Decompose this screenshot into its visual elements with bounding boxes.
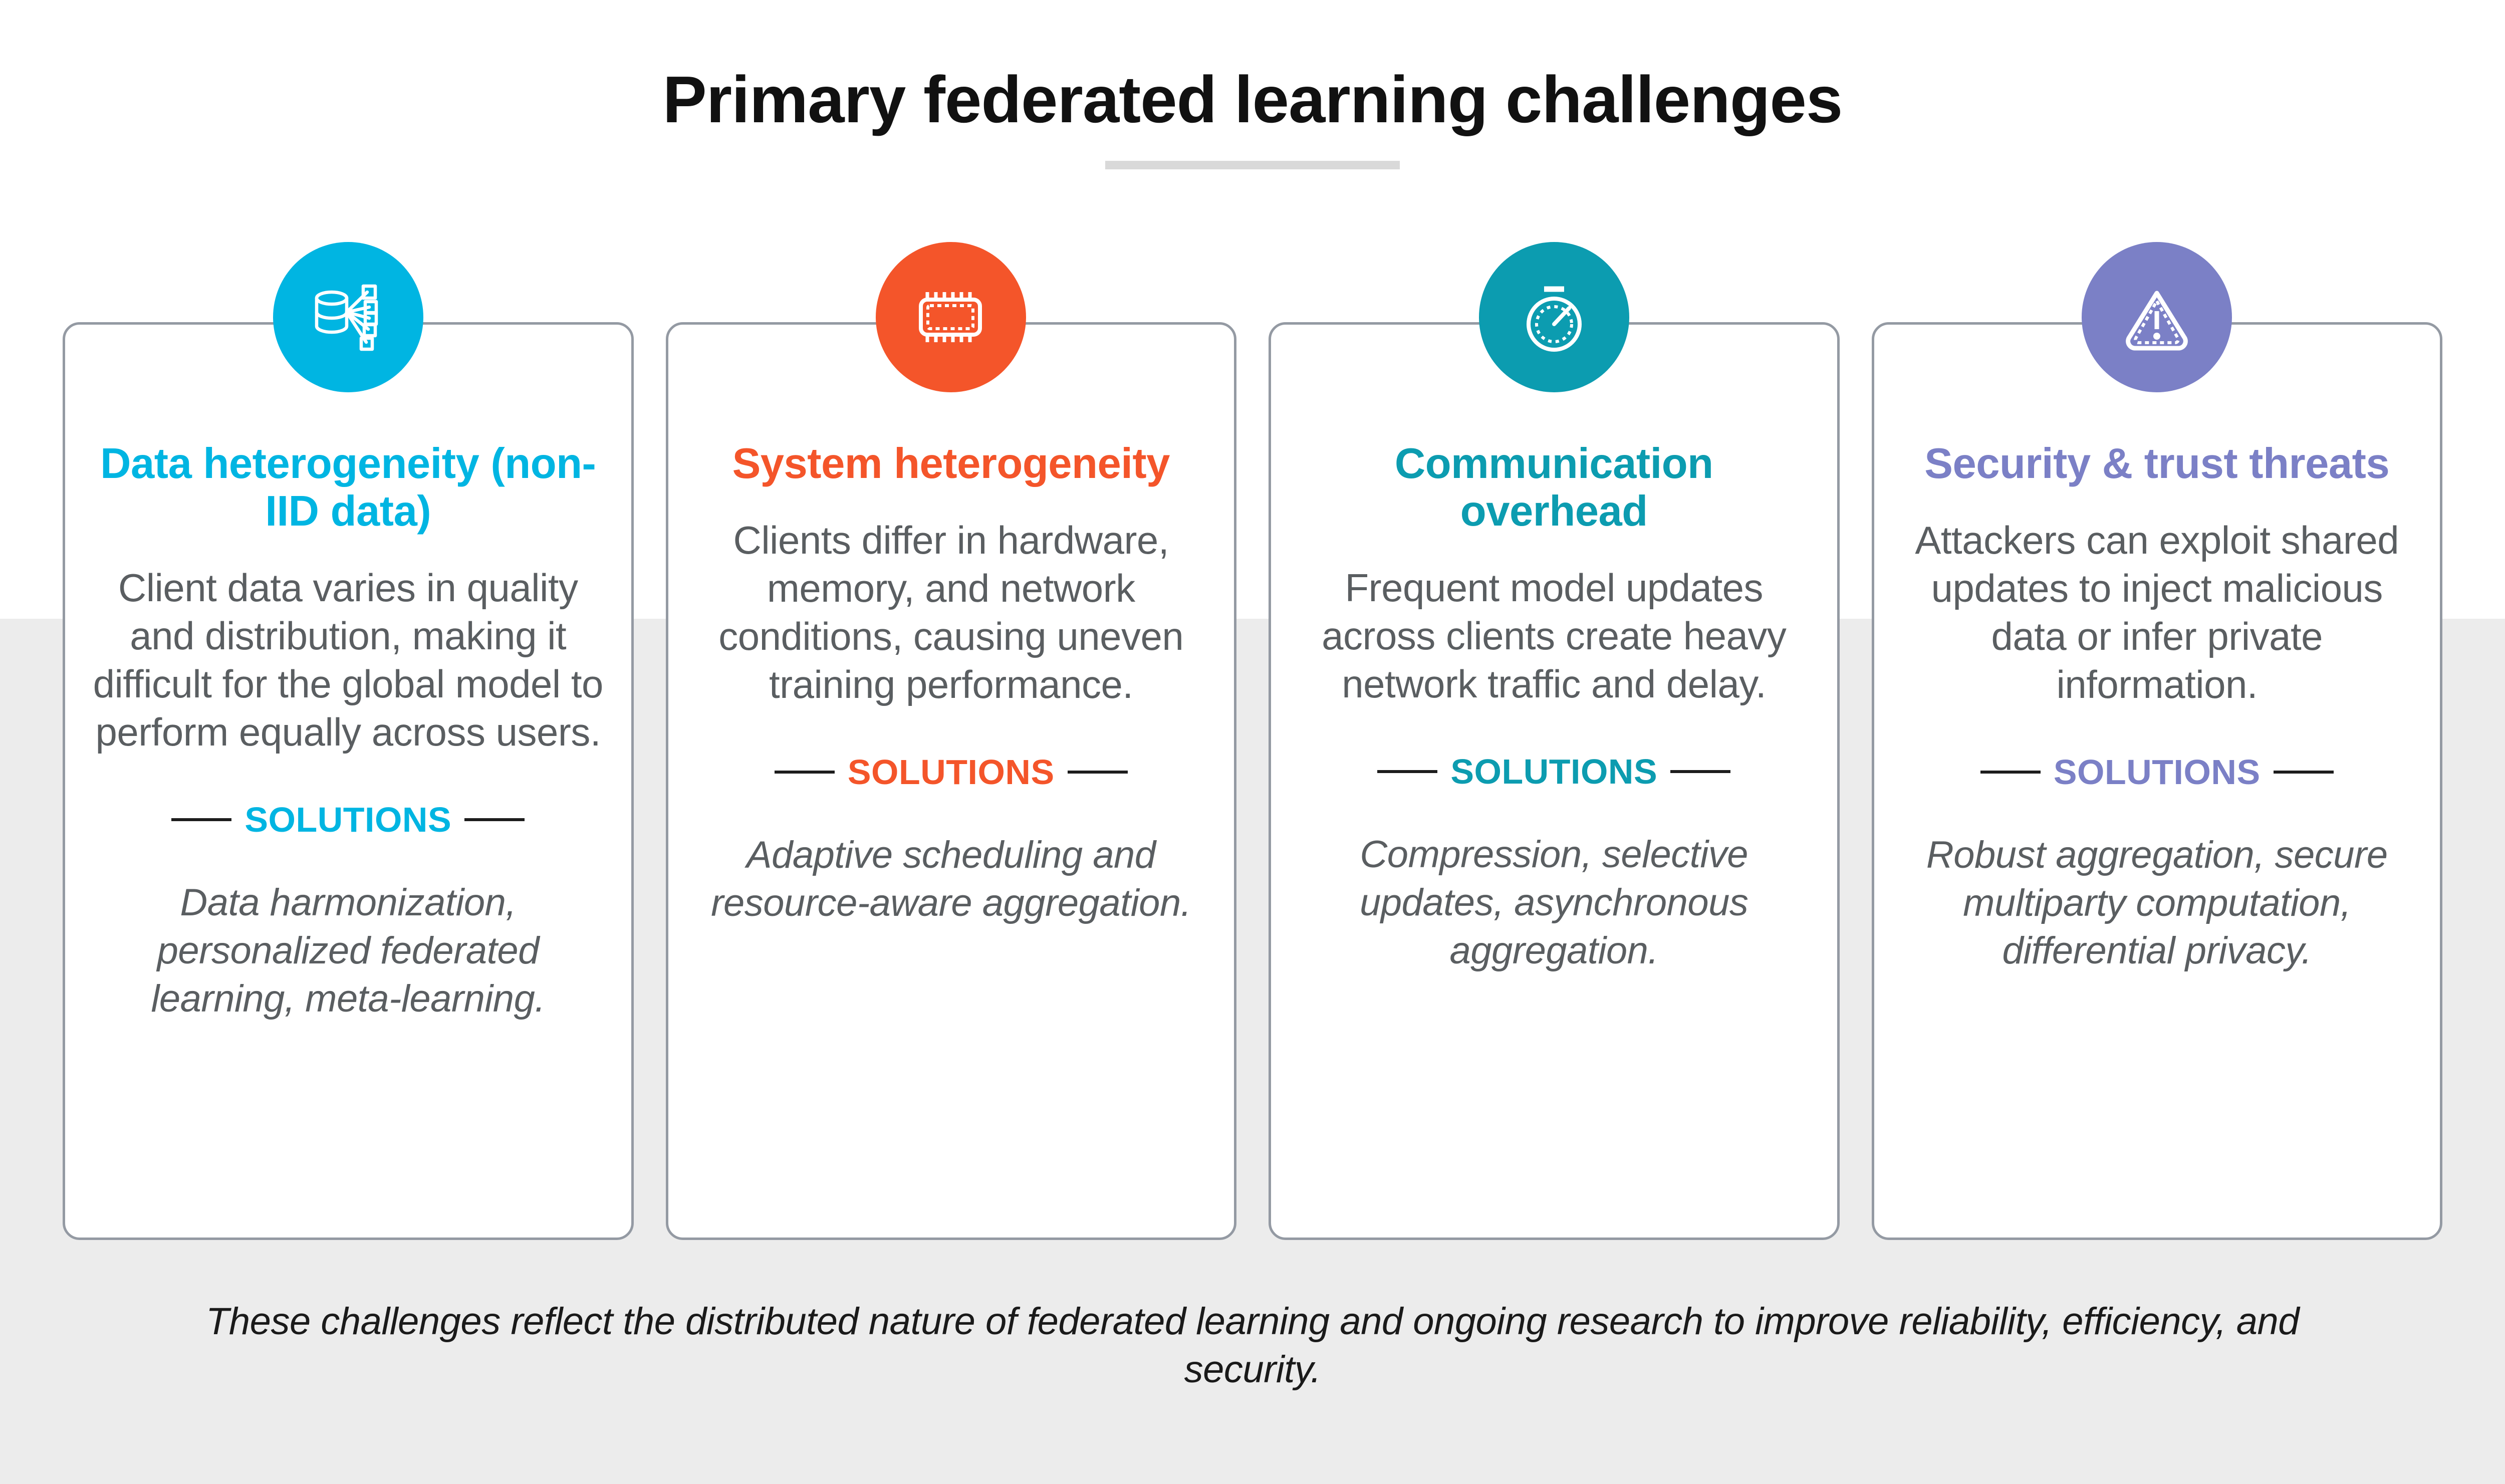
solutions-divider: SOLUTIONS: [1902, 752, 2413, 792]
challenge-card-data-heterogeneity[interactable]: Data heterogeneity (non-IID data) Client…: [63, 242, 634, 1240]
solutions-label: SOLUTIONS: [2053, 752, 2261, 792]
challenge-card-security-trust-threats[interactable]: Security & trust threats Attackers can e…: [1871, 242, 2442, 1240]
divider-line-left: [1377, 770, 1438, 774]
card-body-text: Frequent model updates across clients cr…: [1322, 566, 1787, 706]
divider-line-left: [774, 770, 835, 774]
stopwatch-icon: [1478, 242, 1629, 392]
card-body-text: Clients differ in hardware, memory, and …: [718, 518, 1184, 706]
card-title: Data heterogeneity (non-IID data): [100, 440, 596, 536]
solutions-label: SOLUTIONS: [244, 800, 452, 840]
card-solution-text: Robust aggregation, secure multiparty co…: [1926, 833, 2388, 972]
challenge-cards-row: Data heterogeneity (non-IID data) Client…: [63, 242, 2442, 1240]
card-body-text: Attackers can exploit shared updates to …: [1915, 518, 2399, 706]
card-solution-text: Adaptive scheduling and resource-aware a…: [711, 833, 1191, 924]
divider-line-right: [2273, 770, 2334, 774]
card-title: System heterogeneity: [732, 440, 1170, 487]
solutions-divider: SOLUTIONS: [1299, 752, 1810, 792]
solutions-divider: SOLUTIONS: [93, 800, 604, 840]
card-title: Communication overhead: [1394, 440, 1713, 536]
card-solution-text: Data harmonization, personalized federat…: [151, 881, 546, 1020]
footer-note: These challenges reflect the distributed…: [205, 1300, 2300, 1391]
card-title: Security & trust threats: [1924, 440, 2390, 487]
divider-line-right: [1670, 770, 1731, 774]
database-network-icon: [273, 242, 423, 392]
page-title: Primary federated learning challenges: [662, 63, 1843, 136]
card-body-text: Client data varies in quality and distri…: [93, 566, 604, 755]
divider-line-right: [464, 818, 525, 822]
divider-line-right: [1067, 770, 1128, 774]
warning-triangle-icon: [2082, 242, 2232, 392]
header: Primary federated learning challenges: [0, 0, 2505, 169]
divider-line-left: [1980, 770, 2041, 774]
challenge-card-communication-overhead[interactable]: Communication overhead Frequent model up…: [1269, 242, 1840, 1240]
solutions-label: SOLUTIONS: [847, 752, 1055, 792]
card-solution-text: Compression, selective updates, asynchro…: [1360, 833, 1748, 972]
solutions-label: SOLUTIONS: [1450, 752, 1658, 792]
challenge-card-system-heterogeneity[interactable]: System heterogeneity Clients differ in h…: [665, 242, 1236, 1240]
solutions-divider: SOLUTIONS: [696, 752, 1207, 792]
title-divider-rule: [1105, 160, 1400, 169]
footer: These challenges reflect the distributed…: [175, 1298, 2330, 1394]
divider-line-left: [171, 818, 232, 822]
memory-chip-icon: [876, 242, 1027, 392]
